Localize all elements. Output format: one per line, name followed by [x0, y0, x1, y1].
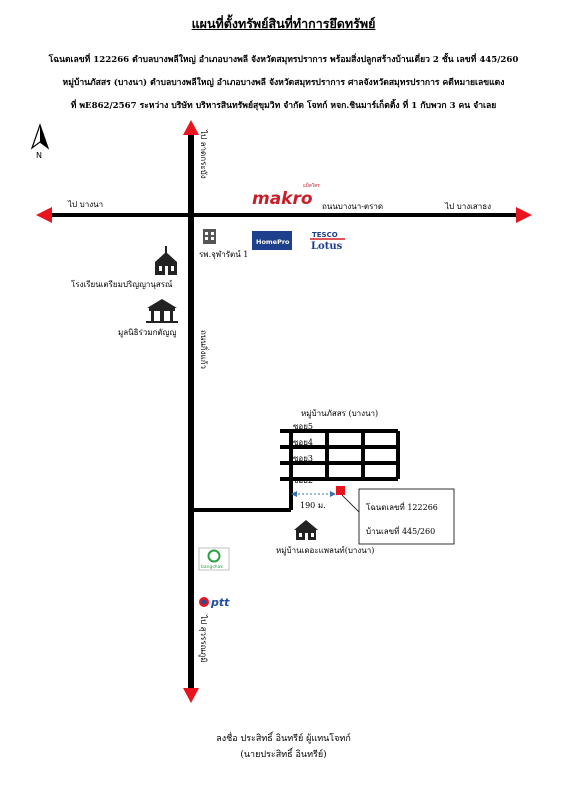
label-to-bangsaothong: ไป บางเสาธง	[444, 202, 491, 211]
signature-name: (นายประสิทธิ์ อินทรีย์)	[240, 750, 327, 760]
village-street-grid	[194, 429, 400, 512]
tesco-lotus-logo: TESCO Lotus	[310, 231, 345, 252]
header-line-2: หมู่บ้านภัสสร (บางนา) ตำบลบางพลีใหญ่ อำเ…	[62, 78, 505, 88]
soi5-label: ซอย5	[293, 422, 313, 431]
foundation-label: มูลนิธิร่วมกตัญญู	[118, 328, 176, 338]
foundation-icon	[146, 299, 178, 323]
homepro-logo	[252, 231, 292, 250]
distance-label: 190 ม.	[300, 501, 326, 510]
svg-text:ptt: ptt	[210, 596, 230, 609]
soi3-label: ซอย3	[293, 454, 313, 463]
property-marker	[336, 486, 345, 495]
bangchak-logo: bangchak	[198, 547, 230, 571]
makro-tag: แม็คโคร	[303, 181, 320, 189]
road-vertical	[183, 120, 199, 703]
school-label: โรงเรียนเตรียมปริญญานุสรณ์	[71, 279, 173, 289]
road-bangna-trat	[36, 207, 532, 223]
north-label: N	[36, 151, 42, 160]
school-icon	[155, 246, 177, 275]
north-arrow-icon	[30, 123, 50, 150]
homepro-label: HomePro	[256, 238, 290, 246]
label-to-bangna: ไป บางนา	[67, 200, 103, 209]
property-pointer	[341, 494, 360, 513]
header-line-1: โฉนดเลขที่ 122266 ตำบลบางพลีใหญ่ อำเภอบา…	[48, 55, 519, 65]
label-to-latkrabang: ไป ลาดกระบัง	[199, 129, 208, 179]
hospital-label: รพ.จุฬารัตน์ 1	[199, 249, 248, 259]
makro-logo: makro	[252, 189, 313, 209]
svg-text:bangchak: bangchak	[201, 564, 223, 570]
hospital-icon	[203, 229, 216, 244]
soi4-label: ซอย4	[293, 438, 313, 447]
soi2-label: ซอย2	[293, 476, 313, 485]
label-kingkaew-road: ถนนกิ่งแก้ว	[199, 330, 210, 369]
property-info-box	[358, 488, 455, 545]
ptt-logo: ptt	[199, 596, 230, 609]
label-to-suvarnabhumi: ไป สุวรรณภูมิ	[198, 614, 208, 663]
house-icon	[294, 520, 318, 540]
svg-text:TESCO: TESCO	[312, 231, 338, 239]
svg-text:Lotus: Lotus	[311, 241, 343, 252]
map-title: แผนที่ตั้งทรัพย์สินที่ทำการยึดทรัพย์	[191, 16, 376, 31]
village2-label: หมู่บ้านเดอะแพลนท์(บางนา)	[276, 545, 374, 556]
signature-line: ลงชื่อ ประสิทธิ์ อินทรีย์ ผู้แทนโจทก์	[216, 734, 351, 744]
village-label: หมู่บ้านภัสสร (บางนา)	[301, 409, 378, 419]
label-bangna-trat-road: ถนนบางนา-ตราด	[322, 202, 383, 211]
house-number-label: บ้านเลขที่ 445/260	[366, 525, 435, 536]
header-line-3: ที่ พE862/2567 ระหว่าง บริษัท บริหารสินท…	[70, 101, 497, 111]
deed-label: โฉนดเลขที่ 122266	[366, 501, 438, 512]
